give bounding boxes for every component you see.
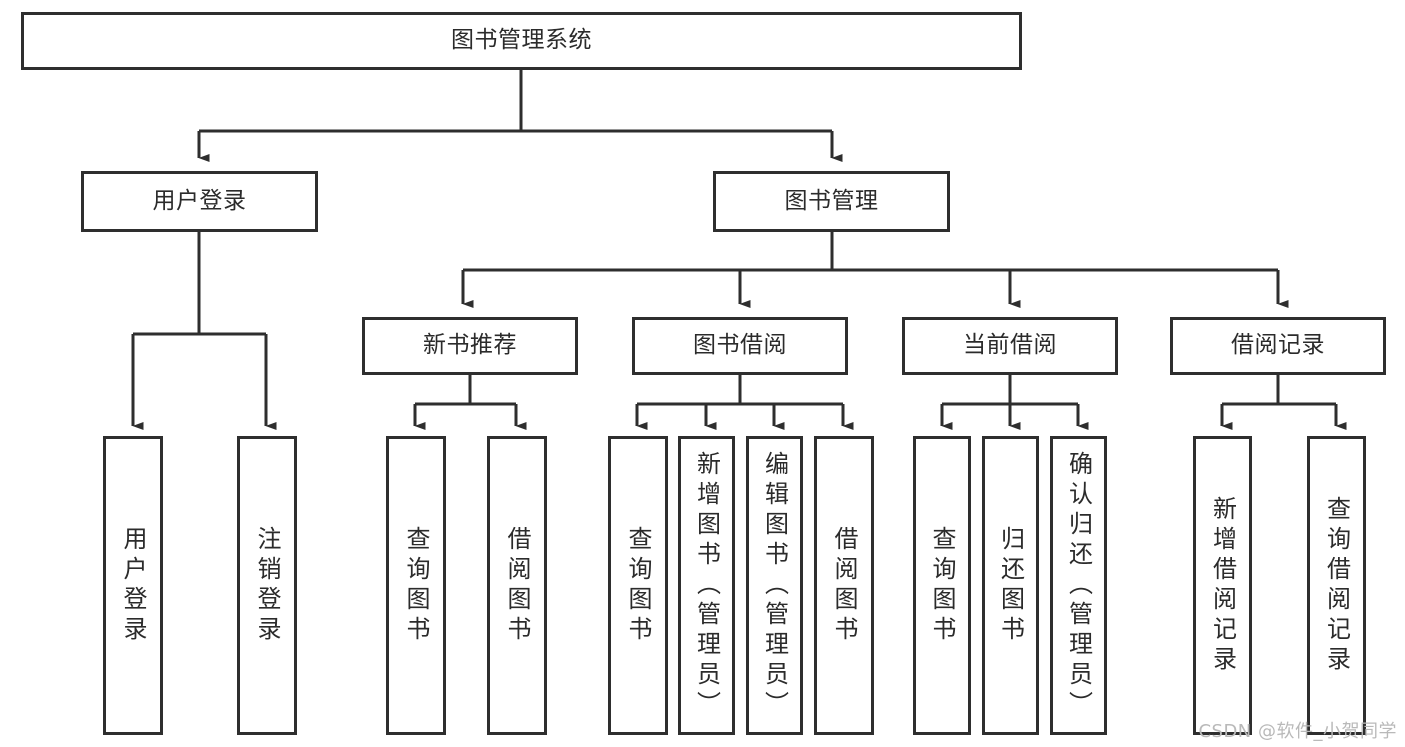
node-user-login-label: 用户登录 xyxy=(152,187,247,214)
node-leaf-borrow-book-2[interactable]: 借阅图书 xyxy=(814,436,874,735)
node-leaf-edit-book-label: 编辑图书（管理员） xyxy=(760,450,789,721)
node-borrow-record-label: 借阅记录 xyxy=(1231,332,1325,359)
node-leaf-add-book[interactable]: 新增图书（管理员） xyxy=(678,436,735,735)
node-leaf-borrow-book-1[interactable]: 借阅图书 xyxy=(487,436,547,735)
node-root[interactable]: 图书管理系统 xyxy=(21,12,1022,70)
node-leaf-add-record[interactable]: 新增借阅记录 xyxy=(1193,436,1252,735)
node-leaf-return-book-label: 归还图书 xyxy=(996,525,1025,646)
node-new-book-recommend-label: 新书推荐 xyxy=(423,332,517,359)
node-leaf-add-record-label: 新增借阅记录 xyxy=(1208,495,1237,676)
node-new-book-recommend[interactable]: 新书推荐 xyxy=(362,317,578,375)
node-leaf-user-login-label: 用户登录 xyxy=(119,525,147,646)
node-current-borrow[interactable]: 当前借阅 xyxy=(902,317,1118,375)
node-leaf-query-book-2-label: 查询图书 xyxy=(624,525,652,646)
node-book-manage[interactable]: 图书管理 xyxy=(713,171,950,232)
node-current-borrow-label: 当前借阅 xyxy=(963,332,1057,359)
node-leaf-confirm-return-label: 确认归还（管理员） xyxy=(1064,450,1093,721)
node-leaf-logout[interactable]: 注销登录 xyxy=(237,436,297,735)
node-leaf-query-book-1[interactable]: 查询图书 xyxy=(386,436,446,735)
node-leaf-logout-label: 注销登录 xyxy=(253,525,281,646)
node-leaf-query-record-label: 查询借阅记录 xyxy=(1322,495,1351,676)
node-user-login[interactable]: 用户登录 xyxy=(81,171,318,232)
node-leaf-edit-book[interactable]: 编辑图书（管理员） xyxy=(746,436,803,735)
node-borrow-record[interactable]: 借阅记录 xyxy=(1170,317,1386,375)
node-book-borrow[interactable]: 图书借阅 xyxy=(632,317,848,375)
node-book-manage-label: 图书管理 xyxy=(784,187,879,214)
node-leaf-query-book-3[interactable]: 查询图书 xyxy=(913,436,971,735)
node-leaf-query-book-3-label: 查询图书 xyxy=(928,525,956,646)
node-leaf-add-book-label: 新增图书（管理员） xyxy=(692,450,721,721)
node-leaf-query-book-2[interactable]: 查询图书 xyxy=(608,436,668,735)
node-leaf-query-record[interactable]: 查询借阅记录 xyxy=(1307,436,1366,735)
node-leaf-user-login[interactable]: 用户登录 xyxy=(103,436,163,735)
node-leaf-query-book-1-label: 查询图书 xyxy=(402,525,430,646)
node-root-label: 图书管理系统 xyxy=(451,27,592,54)
node-leaf-return-book[interactable]: 归还图书 xyxy=(982,436,1039,735)
node-leaf-borrow-book-1-label: 借阅图书 xyxy=(503,525,531,646)
node-book-borrow-label: 图书借阅 xyxy=(693,332,787,359)
node-leaf-borrow-book-2-label: 借阅图书 xyxy=(830,525,858,646)
node-leaf-confirm-return[interactable]: 确认归还（管理员） xyxy=(1050,436,1107,735)
